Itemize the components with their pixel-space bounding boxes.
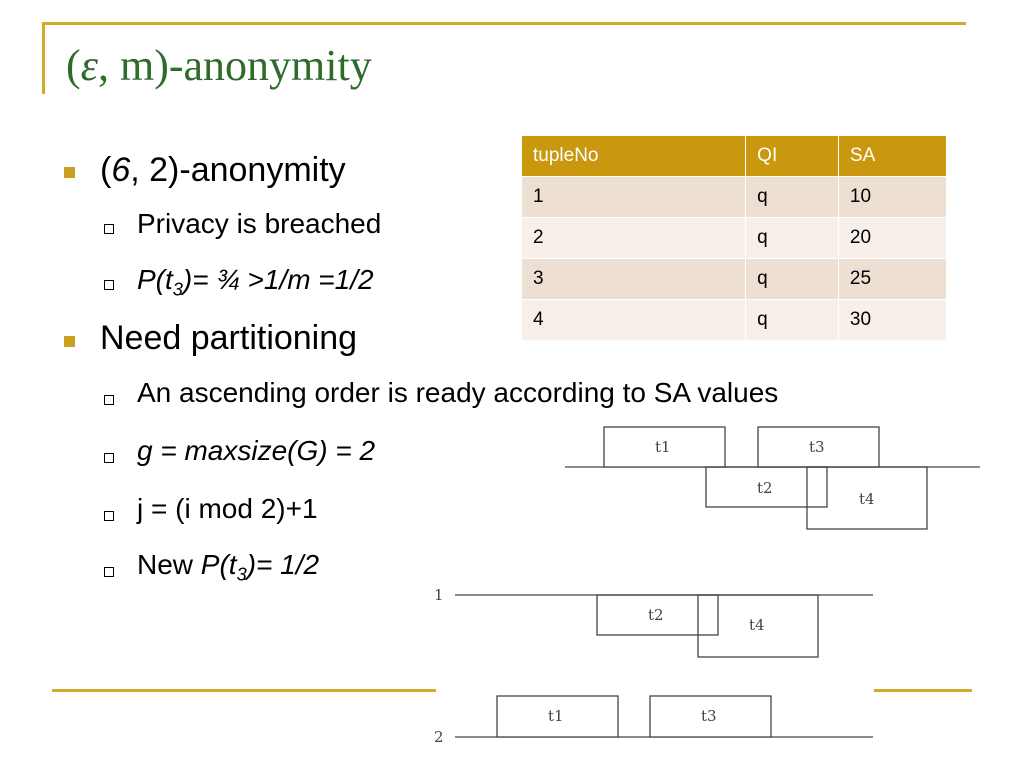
table-cell: 10 (837, 176, 948, 218)
interval-box-p1-t2 (596, 594, 719, 636)
table-row: 4 q 30 (520, 299, 948, 341)
label-t3: t3 (809, 438, 825, 456)
table-row: 3 q 25 (520, 258, 948, 300)
table-header-cell: QI (745, 135, 839, 177)
table-header-cell: tupleNo (520, 135, 747, 177)
partition-label-2: 2 (434, 728, 444, 746)
sub-bullet-privacy-breached: Privacy is breached (137, 208, 382, 239)
title-rest: , m)-anonymity (98, 41, 372, 90)
interval-box-t2 (705, 466, 828, 508)
bullet-square-icon (64, 167, 75, 178)
b1-part1: ( (100, 151, 112, 189)
table-cell: 1 (520, 176, 747, 218)
sub-bullet-j-formula: j = (i mod 2)+1 (137, 493, 318, 524)
interval-box-t4 (806, 466, 928, 530)
sub-bullet-new-probability: New P(t3)= 1/2 (137, 549, 319, 586)
sub-bullet-box-icon (104, 280, 114, 290)
table-cell: 4 (520, 299, 747, 341)
sub-bullet-ascending-order: An ascending order is ready according to… (137, 377, 779, 408)
label-p1-t2: t2 (648, 606, 664, 624)
label-p1-t4: t4 (749, 616, 765, 634)
table-cell: q (745, 299, 839, 341)
title-open: ( (66, 41, 81, 90)
table-cell: 3 (520, 258, 747, 300)
prob-sub: 3 (172, 279, 183, 300)
table-cell: q (745, 176, 839, 218)
bullet-need-partitioning: Need partitioning (100, 319, 358, 357)
table-cell: 2 (520, 217, 747, 259)
interval-box-p2-t1 (496, 695, 619, 738)
table-cell: 20 (837, 217, 948, 259)
newprob-a: P(t (200, 549, 237, 580)
label-t2: t2 (757, 479, 773, 497)
newprob-b: )= 1/2 (246, 549, 320, 580)
sub-bullet-box-icon (104, 453, 114, 463)
table-cell: q (745, 217, 839, 259)
sub-bullet-probability: P(t3)= ¾ >1/m =1/2 (137, 264, 374, 301)
label-p2-t1: t1 (548, 707, 564, 725)
table-cell: 25 (837, 258, 948, 300)
newprob-prefix: New (137, 549, 201, 580)
interval-box-t3 (757, 426, 880, 468)
partition-label-1: 1 (434, 586, 444, 604)
newprob-sub: 3 (236, 564, 247, 585)
frame-bottom-rule-right (874, 689, 972, 692)
b1-italic: 6 (111, 151, 131, 189)
bullet-6-2-anonymity: (6, 2)-anonymity (100, 151, 346, 190)
frame-left-rule (42, 22, 45, 94)
interval-box-t1 (603, 426, 726, 468)
interval-box-p2-t3 (649, 695, 772, 738)
table-row: 1 q 10 (520, 176, 948, 218)
prob-b: )= ¾ >1/m =1/2 (182, 264, 374, 295)
title-epsilon: ε (80, 41, 98, 90)
slide-title: (ε, m)-anonymity (66, 40, 372, 91)
tuple-table: tupleNo QI SA 1 q 10 2 q 20 3 q 25 4 q 3… (520, 135, 948, 341)
table-header-row: tupleNo QI SA (520, 135, 948, 177)
frame-bottom-rule-left (52, 689, 436, 692)
label-t1: t1 (655, 438, 671, 456)
sub-bullet-box-icon (104, 224, 114, 234)
sub-bullet-box-icon (104, 395, 114, 405)
sub-bullet-box-icon (104, 567, 114, 577)
interval-box-p1-t4 (697, 594, 819, 658)
label-p2-t3: t3 (701, 707, 717, 725)
prob-a: P(t (137, 264, 173, 295)
sub-bullet-maxsize: g = maxsize(G) = 2 (137, 435, 376, 466)
table-header-cell: SA (837, 135, 948, 177)
table-cell: 30 (837, 299, 948, 341)
bullet-square-icon (64, 336, 75, 347)
frame-top-rule (42, 22, 966, 25)
sub-bullet-box-icon (104, 511, 114, 521)
table-row: 2 q 20 (520, 217, 948, 259)
b1-part2: , 2)-anonymity (130, 151, 346, 189)
label-t4: t4 (859, 490, 875, 508)
